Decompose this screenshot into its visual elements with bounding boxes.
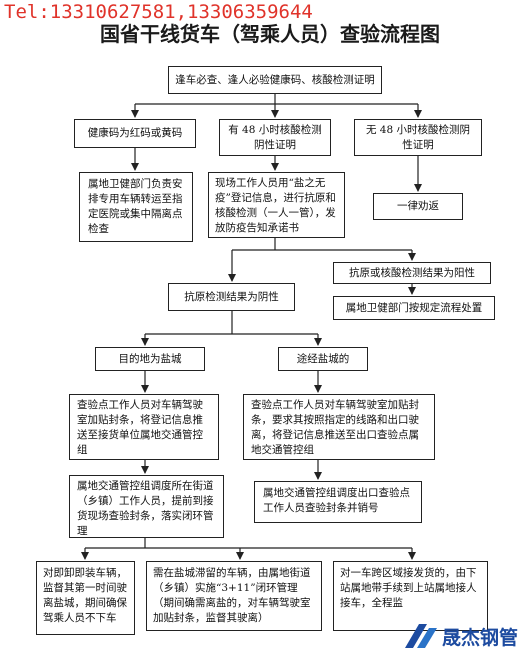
leave-immediately-node: 对即卸即装车辆，监督其第一时间驶离盐城，期间确保驾乘人员不下车 bbox=[36, 561, 135, 635]
positive-handling-node: 属地卫健部门按规定流程处置 bbox=[333, 296, 495, 320]
register-and-test-node: 现场工作人员用“盐之无疫”登记信息，进行抗原和核酸检测（一人一管），发放防疫告知… bbox=[208, 172, 345, 238]
transit-dispatch-node: 属地交通管控组调度出口查验点工作人员查验封条并销号 bbox=[254, 481, 422, 523]
transit-check-node: 查验点工作人员对车辆驾驶室加贴封条，要求其按照指定的线路和出口驶离，将登记信息推… bbox=[243, 394, 435, 460]
destination-dispatch-node: 属地交通管控组调度所在街道（乡镇）工作人员，提前到接货现场查验封条，落实闭环管理 bbox=[69, 475, 224, 538]
red-yellow-code-node: 健康码为红码或黄码 bbox=[74, 119, 196, 148]
destination-yancheng-node: 目的地为盐城 bbox=[95, 347, 205, 371]
phone-watermark: Tel:13310627581,13306359644 bbox=[4, 1, 313, 23]
brand-logo-icon bbox=[404, 624, 437, 648]
brand-name: 晟杰钢管 bbox=[441, 626, 518, 649]
check-all-node: 逢车必查、逢人必验健康码、核酸检测证明 bbox=[168, 66, 382, 94]
persuade-return-node: 一律劝返 bbox=[373, 193, 463, 220]
no-48h-certificate-node: 无 48 小时核酸检测阴性证明 bbox=[354, 119, 482, 156]
page-title: 国省干线货车（驾乘人员）查验流程图 bbox=[100, 22, 440, 46]
destination-check-node: 查验点工作人员对车辆驾驶室加贴封条，将登记信息推送至接货单位属地交通管控组 bbox=[69, 394, 219, 460]
negative-result-node: 抗原检测结果为阴性 bbox=[168, 283, 295, 311]
has-48h-certificate-node: 有 48 小时核酸检测阴性证明 bbox=[219, 119, 331, 156]
transit-yancheng-node: 途经盐城的 bbox=[278, 347, 368, 371]
brand-logo: 晟杰钢管 bbox=[403, 622, 518, 650]
closed-loop-stay-node: 需在盐城滞留的车辆，由属地街道（乡镇）实施“3+11”闭环管理（期间确需离盐的，… bbox=[146, 561, 322, 631]
cross-region-node: 对一车跨区域接发货的，由下站属地带手续到上站属地接人接车，全程监 bbox=[333, 561, 488, 631]
positive-result-node: 抗原或核酸检测结果为阳性 bbox=[333, 262, 491, 284]
isolation-transfer-node: 属地卫健部门负责安排专用车辆转运至指定医院或集中隔离点检查 bbox=[79, 172, 193, 242]
